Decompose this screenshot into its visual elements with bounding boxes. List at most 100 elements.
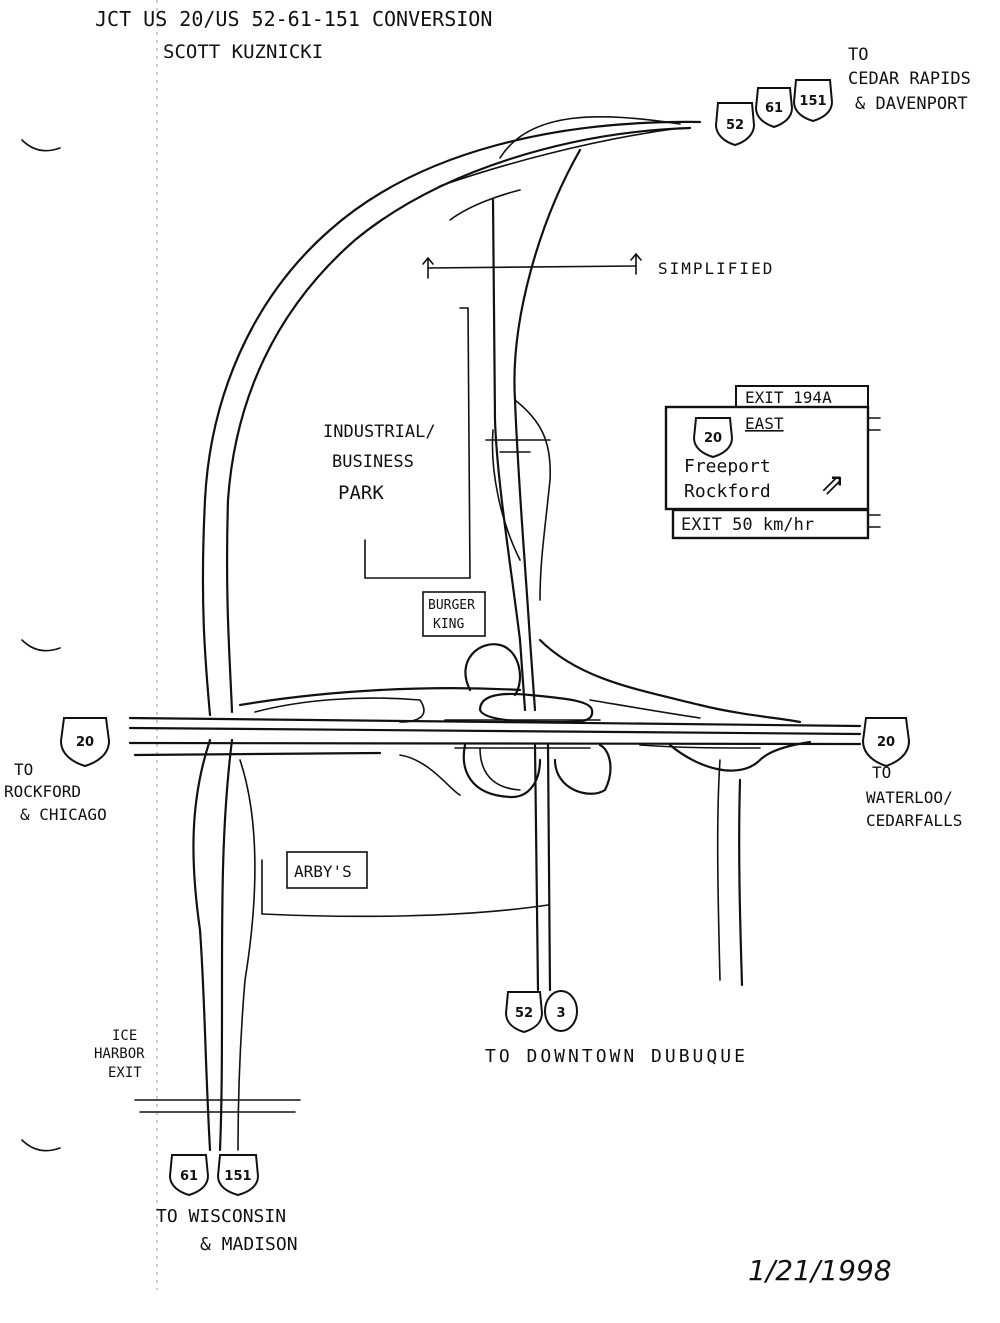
industrial-boundary [364,307,471,579]
dest-sw-line1: TO WISCONSIN [156,1206,286,1227]
ramp-sw-curve [399,754,461,796]
svg-text:52: 52 [726,118,744,133]
loop-sw-inner [479,747,521,791]
date-label: 1/21/1998 [748,1254,892,1287]
dest-east: TO WATERLOO/ CEDARFALLS [866,763,962,830]
loop-top-bump [499,116,681,159]
sign-line-2: Rockford [684,481,771,502]
us20-line-2 [128,726,862,736]
shield-us52-north: 52 [714,102,756,147]
ramp-long-loop-outer [201,120,702,717]
ice-harbor-line-3: EXIT [108,1065,142,1081]
sign-us20-shield: 20 [692,417,734,459]
dest-west-line2: & CHICAGO [20,805,107,824]
arbys-text: ARBY'S [294,862,352,881]
us52-north-right [513,148,582,712]
dest-east-line1: WATERLOO/ [866,788,953,807]
us20-line-4 [133,751,382,757]
us61-south-3 [237,759,256,1151]
svg-text:151: 151 [799,94,826,109]
us52-north-branch [514,399,551,601]
loop-se [553,743,612,795]
shield-us61-south: 61 [168,1154,210,1197]
title-line-1: JCT US 20/US 52-61-151 CONVERSION [95,7,492,31]
dest-south: TO DOWNTOWN DUBUQUE [485,1046,748,1067]
burger-king-line-1: BURGER [428,598,475,613]
dest-west: TO ROCKFORD & CHICAGO [4,760,107,824]
dest-sw-line2: & MADISON [200,1234,298,1255]
svg-text:3: 3 [556,1006,565,1021]
sign-exit-tab-text: EXIT 194A [745,388,832,407]
dest-east-line2: CEDARFALLS [866,811,962,830]
road-network [128,116,862,1152]
dest-west-to: TO [14,760,33,779]
industrial-park-label: INDUSTRIAL/ BUSINESS PARK [323,422,436,504]
dest-ne-line2: & DAVENPORT [855,94,968,114]
svg-text:151: 151 [224,1169,251,1184]
industrial-line-2: BUSINESS [332,452,414,472]
loop-sw [462,743,542,799]
ramp-long-loop-inner [225,126,692,714]
svg-text:20: 20 [76,735,94,750]
ramp-nw-inner [254,697,425,723]
sign-line-1: Freeport [684,456,771,477]
industrial-line-3: PARK [338,482,384,504]
dest-northeast: TO CEDAR RAPIDS & DAVENPORT [848,45,971,114]
simplified-arrow-right [630,252,642,275]
ramp-east [639,744,761,749]
loop-nw [464,643,522,697]
us52-north-left [491,198,527,712]
ice-harbor-line-2: HARBOR [94,1046,145,1062]
industrial-line-1: INDUSTRIAL/ [323,422,436,442]
simplified-line [427,265,637,269]
ramp-ne-inner [589,699,701,719]
simplified-label: SIMPLIFIED [658,259,774,278]
shield-us52-south: 52 [504,991,544,1034]
title-line-2: SCOTT KUZNICKI [163,41,323,63]
simplified-arrow-left [422,256,434,279]
east-south-road-1 [738,778,744,987]
svg-text:20: 20 [704,431,722,446]
ramp-ne [538,638,802,724]
us52-south-1 [533,743,540,992]
svg-text:61: 61 [765,101,783,116]
svg-text:52: 52 [515,1006,533,1021]
shield-us20-west: 20 [59,717,111,768]
dest-southwest: TO WISCONSIN & MADISON [156,1206,298,1255]
binder-marks [21,0,158,1290]
east-south-road-2 [716,759,721,981]
ice-harbor-line-1: ICE [112,1028,137,1044]
loop-east [668,740,812,772]
sign-arrow-icon: ⇗ [820,467,845,502]
dest-east-to: TO [872,763,891,782]
shield-us20-east: 20 [861,717,911,768]
shield-state3-south: 3 [544,990,578,1032]
burger-king-line-2: KING [433,617,464,632]
dest-west-line1: ROCKFORD [4,782,81,801]
svg-text:61: 61 [180,1169,198,1184]
exit-sign: EXIT 194A 20 EAST Freeport Rockford ⇗ EX… [664,385,881,540]
us52-south-2 [546,743,552,992]
loop-top-inner [439,127,681,187]
us20-line-1 [128,716,862,728]
loop-top-ramp [449,189,521,221]
ice-harbor-label: ICE HARBOR EXIT [94,1028,145,1081]
loop-center [478,692,594,724]
us61-south-2 [218,738,234,1152]
sign-advisory-panel [671,508,870,540]
ramp-nw-top [238,687,522,707]
us20-line-3 [128,741,862,746]
us61-south-1 [192,738,212,1152]
shield-us151-south: 151 [216,1154,260,1197]
shield-us151-north: 151 [792,79,834,123]
burger-king-label: BURGER KING [422,591,486,637]
arbys-road [261,859,549,918]
sign-direction: EAST [745,414,784,433]
dest-ne-line1: CEDAR RAPIDS [848,69,971,89]
dest-ne-to: TO [848,45,868,65]
arbys-label: ARBY'S [286,851,368,889]
svg-text:20: 20 [877,735,895,750]
sign-advisory: EXIT 50 km/hr [681,515,814,535]
us52-north-branch-2 [491,429,521,561]
